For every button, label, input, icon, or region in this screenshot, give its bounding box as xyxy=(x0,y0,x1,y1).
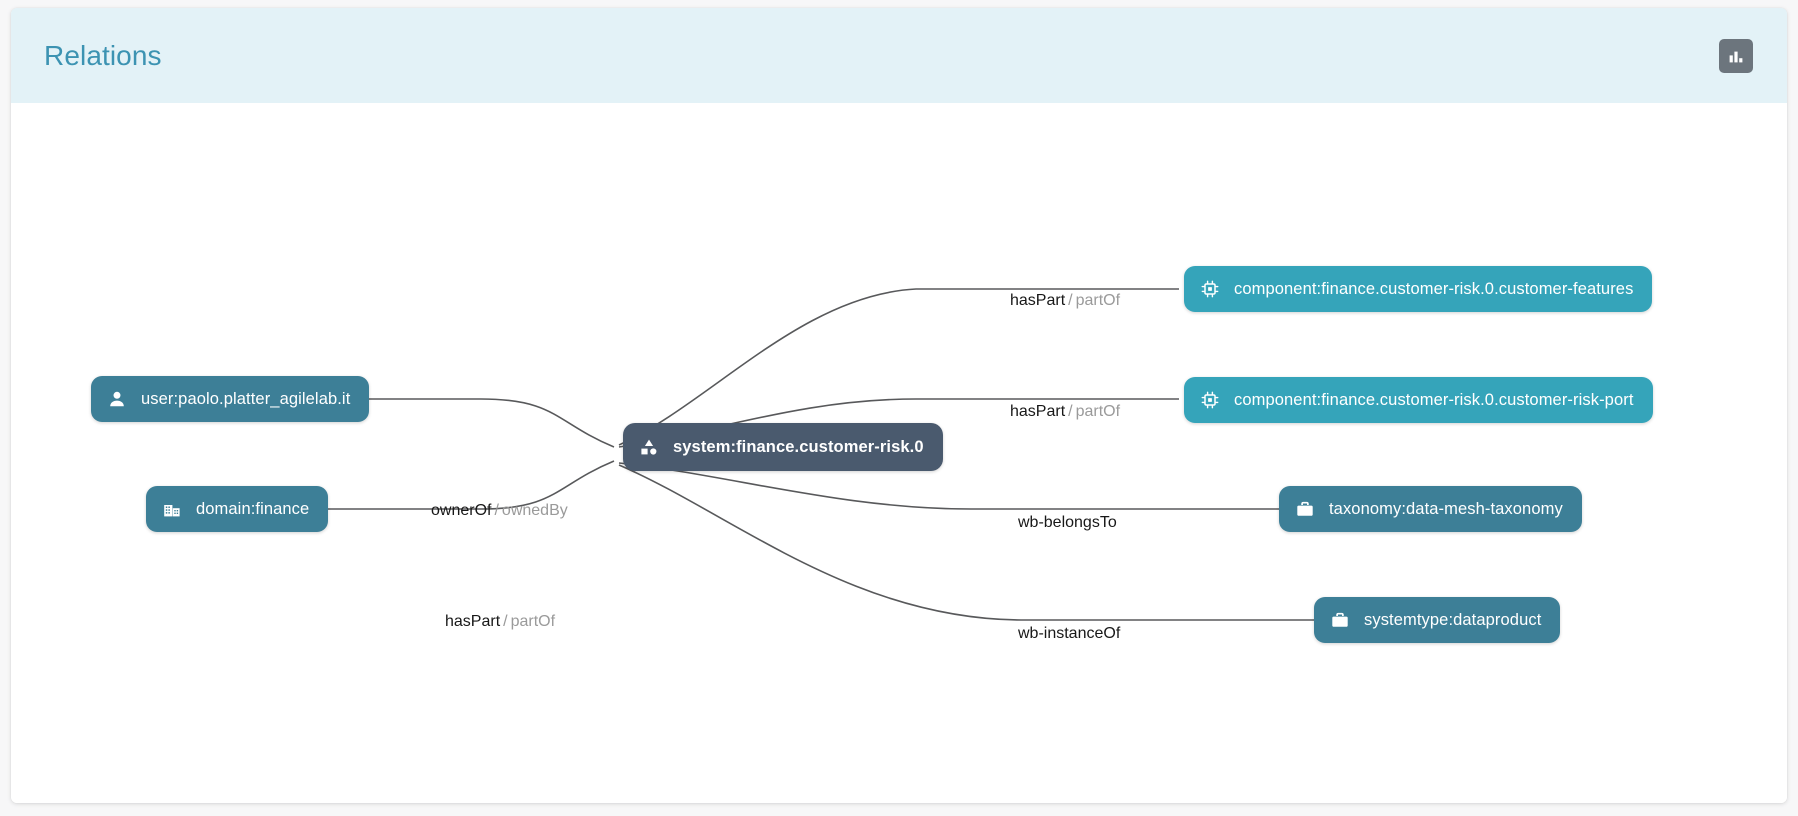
graph-node-user[interactable]: user:paolo.platter_agilelab.it xyxy=(91,376,370,422)
graph-node-label: component:finance.customer-risk.0.custom… xyxy=(1234,279,1634,298)
person-icon xyxy=(106,388,128,410)
graph-node-label: domain:finance xyxy=(196,499,310,518)
card-header: Relations xyxy=(11,8,1787,103)
graph-node-label: taxonomy:data-mesh-taxonomy xyxy=(1329,499,1563,518)
graph-node-label: system:finance.customer-risk.0 xyxy=(673,437,924,456)
chart-toggle-button[interactable] xyxy=(1719,38,1753,73)
briefcase-icon xyxy=(1294,498,1316,520)
shapes-category-icon xyxy=(638,436,660,458)
graph-node-domain[interactable]: domain:finance xyxy=(146,486,329,532)
graph-node-taxonomy[interactable]: taxonomy:data-mesh-taxonomy xyxy=(1279,486,1582,532)
page-title: Relations xyxy=(44,39,162,71)
edge-path-instanceOf xyxy=(618,464,1316,621)
chip-icon xyxy=(1199,389,1221,411)
graph-node-system-center[interactable]: system:finance.customer-risk.0 xyxy=(623,423,943,471)
briefcase-icon xyxy=(1329,609,1351,631)
graph-node-label: systemtype:dataproduct xyxy=(1364,610,1542,629)
relations-card: Relations xyxy=(11,8,1787,803)
graph-node-component-risk-port[interactable]: component:finance.customer-risk.0.custom… xyxy=(1184,377,1653,423)
graph-node-label: component:finance.customer-risk.0.custom… xyxy=(1234,390,1634,409)
relations-graph-canvas[interactable]: user:paolo.platter_agilelab.it xyxy=(11,103,1787,803)
chip-icon xyxy=(1199,278,1221,300)
edge-path-hasPart-domain xyxy=(313,460,615,510)
edge-path-hasPart-features xyxy=(618,288,1179,446)
graph-node-component-features[interactable]: component:finance.customer-risk.0.custom… xyxy=(1184,266,1653,312)
building-icon xyxy=(161,498,183,520)
graph-node-systemtype[interactable]: systemtype:dataproduct xyxy=(1314,597,1561,643)
graph-node-label: user:paolo.platter_agilelab.it xyxy=(141,389,351,408)
edge-path-ownerOf xyxy=(323,398,615,448)
bar-chart-icon xyxy=(1727,47,1745,65)
